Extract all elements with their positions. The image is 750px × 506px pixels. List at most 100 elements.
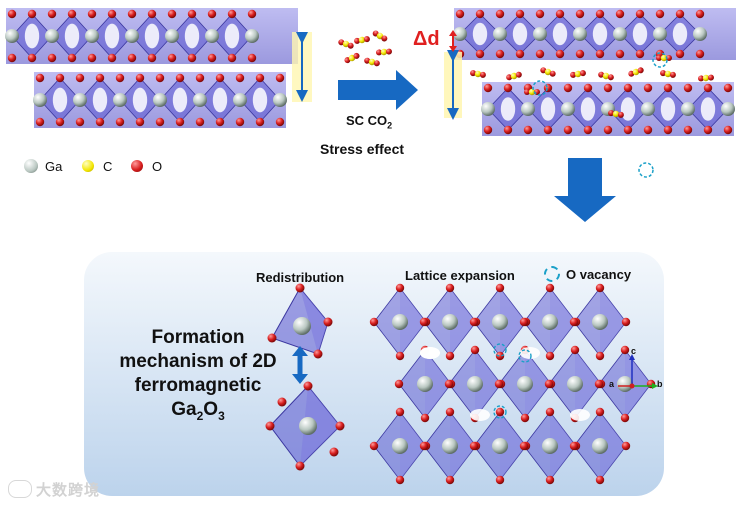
right-bottom-layer-o-atom [663,83,673,93]
legend-label-o: O [152,159,163,174]
left-top-layer-o-atom [127,53,137,63]
co2-molecule [372,30,388,42]
right-bottom-layer-o-atom [563,83,573,93]
left-bottom-layer-o-atom [235,117,245,127]
right-bottom-layer-o-atom [663,125,673,135]
right-bottom-layer-o-atom [563,125,573,135]
left-bottom-layer-highlight [92,87,108,113]
co2-molecule-o-atom [607,74,614,81]
co2-molecule-o-atom [385,48,392,55]
lattice-o-atom [520,413,530,423]
co2-molecule [524,88,540,96]
left-bottom-layer-o-atom [95,73,105,83]
formation-title: Formation mechanism of 2D ferromagnetic … [108,326,288,428]
axis-label-c: c [631,346,637,356]
o-vacancy-label: O vacancy [566,267,632,282]
right-top-layer-o-atom [535,9,545,19]
lattice-o-atom [519,441,529,451]
co2-molecule-o-atom [628,70,635,77]
legend-label-ga: Ga [45,159,63,174]
left-top-layer-ga-atom [5,29,19,43]
lattice-o-atom [495,407,505,417]
right-bottom-layer-o-atom [683,83,693,93]
left-bottom-layer-o-atom [155,117,165,127]
left-bottom-layer-ga-atom [233,93,247,107]
lattice-o-atom [569,441,579,451]
co2-molecule [628,67,644,77]
co2-molecule-c-atom [358,36,366,44]
octahedron-ga-atom [299,417,317,435]
right-top-layer-o-atom [555,9,565,19]
axis-c-head [629,354,635,360]
co2-molecule [540,67,556,77]
lattice-octahedron-light [550,412,576,480]
left-top-layer-highlight [24,23,40,49]
lattice-o-atom [620,345,630,355]
left-bottom-layer-highlight [252,87,268,113]
octahedron-o-atom [329,447,339,457]
right-bottom-layer-ga-atom [561,102,575,116]
left-bottom-layer-o-atom [175,117,185,127]
lattice-o-atom [495,351,505,361]
co2-molecule-c-atom [510,72,518,80]
right-bottom-layer-highlight [540,97,556,121]
lattice-ga-atom [542,314,558,330]
co2-molecule [470,70,486,78]
right-top-layer-o-atom [595,9,605,19]
lattice-octahedron-light [500,288,526,356]
left-bottom-layer-o-atom [195,73,205,83]
lattice-network [369,283,656,485]
o-vacancy-marker [638,162,654,178]
left-top-layer-o-atom [127,9,137,19]
lattice-o-atom [469,317,479,327]
co2-molecule-o-atom [549,70,556,77]
right-bottom-layer-o-atom [503,125,513,135]
right-bottom-layer-ga-atom [521,102,535,116]
right-top-layer-o-atom [635,49,645,59]
right-top-layer-o-atom [455,9,465,19]
lattice-o-atom [569,317,579,327]
left-top-layer-o-atom [207,53,217,63]
right-bottom-layer-o-atom [703,83,713,93]
lattice-o-atom [369,441,379,451]
left-top-layer-o-atom [27,53,37,63]
lattice-octahedron-light [575,350,601,418]
left-top-layer-o-atom [187,9,197,19]
co2-molecule [354,36,370,44]
co2-molecule [656,54,672,62]
left-top-layer-o-atom [87,53,97,63]
left-top-layer [5,8,298,64]
octahedron-o-atom [335,421,345,431]
legend-swatch-o [131,160,143,172]
left-top-layer-o-atom [207,9,217,19]
left-bottom-layer [33,72,287,128]
left-top-layer-o-atom [7,9,17,19]
left-bottom-layer-o-atom [115,117,125,127]
right-top-layer-o-atom [615,49,625,59]
tetrahedron [267,283,333,359]
lattice-o-atom [545,351,555,361]
lattice-o-atom [494,379,504,389]
left-top-layer-highlight [184,23,200,49]
right-top-layer-ga-atom [693,27,707,41]
right-top-layer-ga-atom [613,27,627,41]
left-bottom-layer-o-atom [75,117,85,127]
left-bottom-layer-o-atom [255,73,265,83]
left-bottom-layer-ga-atom [33,93,47,107]
lattice-octahedron-light [450,288,476,356]
left-top-layer-o-atom [107,9,117,19]
right-top-layer-o-atom [635,9,645,19]
left-bottom-layer-o-atom [215,117,225,127]
axis-label-b: b [657,379,663,389]
lattice-ga-atom [517,376,533,392]
lattice-o-atom [495,283,505,293]
process-label-sc-co2: SC CO2 [346,113,392,131]
left-top-layer-highlight [64,23,80,49]
redistribution-arrow-down [292,374,308,384]
right-top-layer-ga-atom [573,27,587,41]
lattice-o-atom [544,379,554,389]
lattice-ga-atom [492,314,508,330]
right-bottom-layer-o-atom [543,125,553,135]
lattice-o-atom [545,407,555,417]
lattice-octahedron-light [500,412,526,480]
